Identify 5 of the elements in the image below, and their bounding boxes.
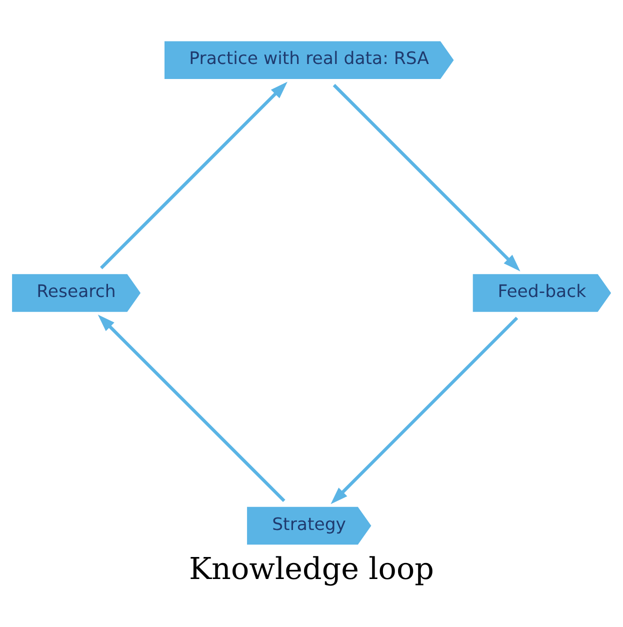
arrow: [98, 314, 286, 502]
diagram-title: Knowledge loop: [189, 552, 434, 587]
arrow: [100, 81, 288, 269]
arrow: [330, 316, 518, 504]
arrow: [332, 83, 520, 271]
